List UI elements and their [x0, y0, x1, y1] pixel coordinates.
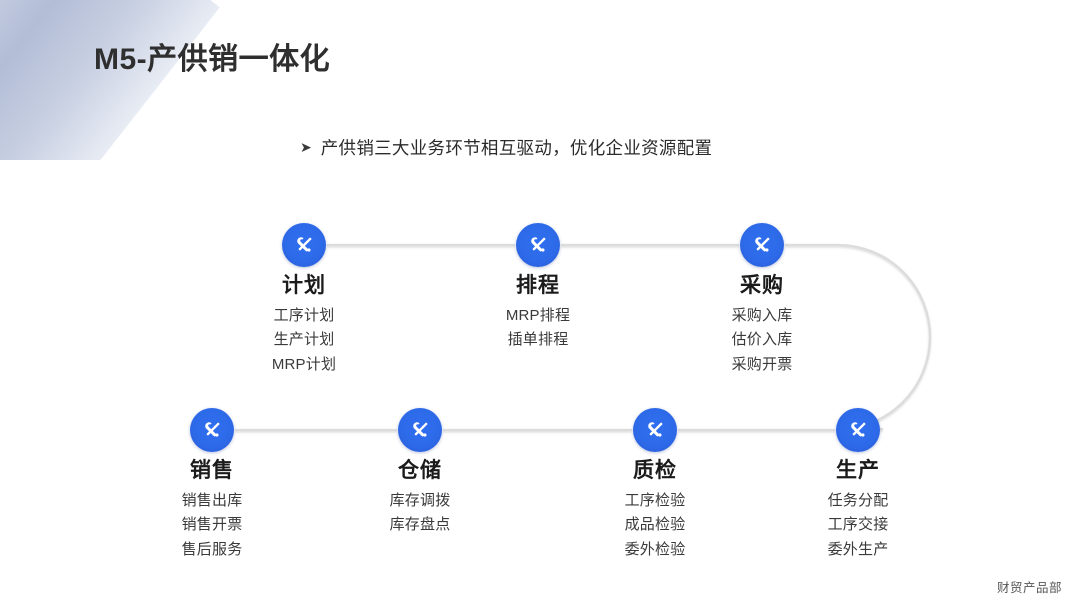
subtitle-row: ➤ 产供销三大业务环节相互驱动，优化企业资源配置	[300, 135, 712, 160]
subtitle-text: 产供销三大业务环节相互驱动，优化企业资源配置	[320, 138, 713, 158]
tools-icon[interactable]	[282, 223, 326, 267]
flow-node-item: 生产计划	[273, 331, 335, 349]
flow-node-item: MRP排程	[505, 307, 571, 325]
flow-node-scheduling[interactable]: 排程 MRP排程插单排程	[448, 223, 628, 353]
flow-node-item: 采购入库	[731, 307, 793, 325]
flow-node-item: 库存盘点	[389, 516, 451, 534]
flow-node-item: 库存调拨	[389, 492, 451, 510]
flow-node-item: 委外生产	[827, 540, 889, 558]
flow-node-plan[interactable]: 计划工序计划生产计划 MRP计划	[214, 223, 394, 377]
flow-node-items: 采购入库估价入库采购开票	[672, 304, 852, 377]
flow-node-item: 估价入库	[731, 331, 793, 349]
flow-node-title: 销售	[190, 459, 234, 482]
tools-icon[interactable]	[633, 408, 677, 452]
flow-node-procurement[interactable]: 采购采购入库估价入库采购开票	[672, 223, 852, 377]
flow-node-item: 采购开票	[731, 355, 793, 373]
flow-node-title: 排程	[516, 274, 560, 297]
flow-node-item: 委外检验	[624, 540, 686, 558]
tools-icon[interactable]	[740, 223, 784, 267]
flow-node-item: 工序计划	[273, 307, 335, 325]
flow-node-title: 生产	[836, 459, 880, 482]
flow-node-title: 仓储	[398, 459, 442, 482]
flow-node-sales[interactable]: 销售销售出库销售开票售后服务	[122, 408, 302, 562]
flow-node-item: 销售开票	[181, 516, 243, 534]
flow-node-items: 库存调拨库存盘点	[330, 489, 510, 538]
flow-node-item: MRP计划	[271, 355, 337, 373]
flow-node-item: 任务分配	[827, 492, 889, 510]
tools-icon[interactable]	[398, 408, 442, 452]
flow-node-items: 任务分配工序交接委外生产	[768, 489, 948, 562]
page-title: M5-产供销一体化	[94, 43, 331, 76]
flow-node-production[interactable]: 生产任务分配工序交接委外生产	[768, 408, 948, 562]
tools-icon[interactable]	[836, 408, 880, 452]
flow-node-items: 销售出库销售开票售后服务	[122, 489, 302, 562]
flow-node-warehousing[interactable]: 仓储库存调拨库存盘点	[330, 408, 510, 538]
tools-icon[interactable]	[516, 223, 560, 267]
flow-node-item: 插单排程	[507, 331, 569, 349]
flow-node-item: 售后服务	[181, 540, 243, 558]
flow-node-item: 销售出库	[181, 492, 243, 510]
flow-node-title: 质检	[633, 459, 677, 482]
flow-node-title: 计划	[282, 274, 326, 297]
tools-icon[interactable]	[190, 408, 234, 452]
footer-note: 财贸产品部	[996, 581, 1062, 595]
flow-node-item: 成品检验	[624, 516, 686, 534]
flow-node-title: 采购	[740, 274, 784, 297]
bullet-arrow-icon: ➤	[300, 138, 312, 155]
flow-node-items: MRP排程插单排程	[448, 304, 628, 353]
flow-node-items: 工序检验成品检验委外检验	[565, 489, 745, 562]
diagonal-gradient-band	[0, 0, 220, 160]
flow-node-quality[interactable]: 质检工序检验成品检验委外检验	[565, 408, 745, 562]
flow-node-item: 工序检验	[624, 492, 686, 510]
flow-node-item: 工序交接	[827, 516, 889, 534]
flow-node-items: 工序计划生产计划 MRP计划	[214, 304, 394, 377]
